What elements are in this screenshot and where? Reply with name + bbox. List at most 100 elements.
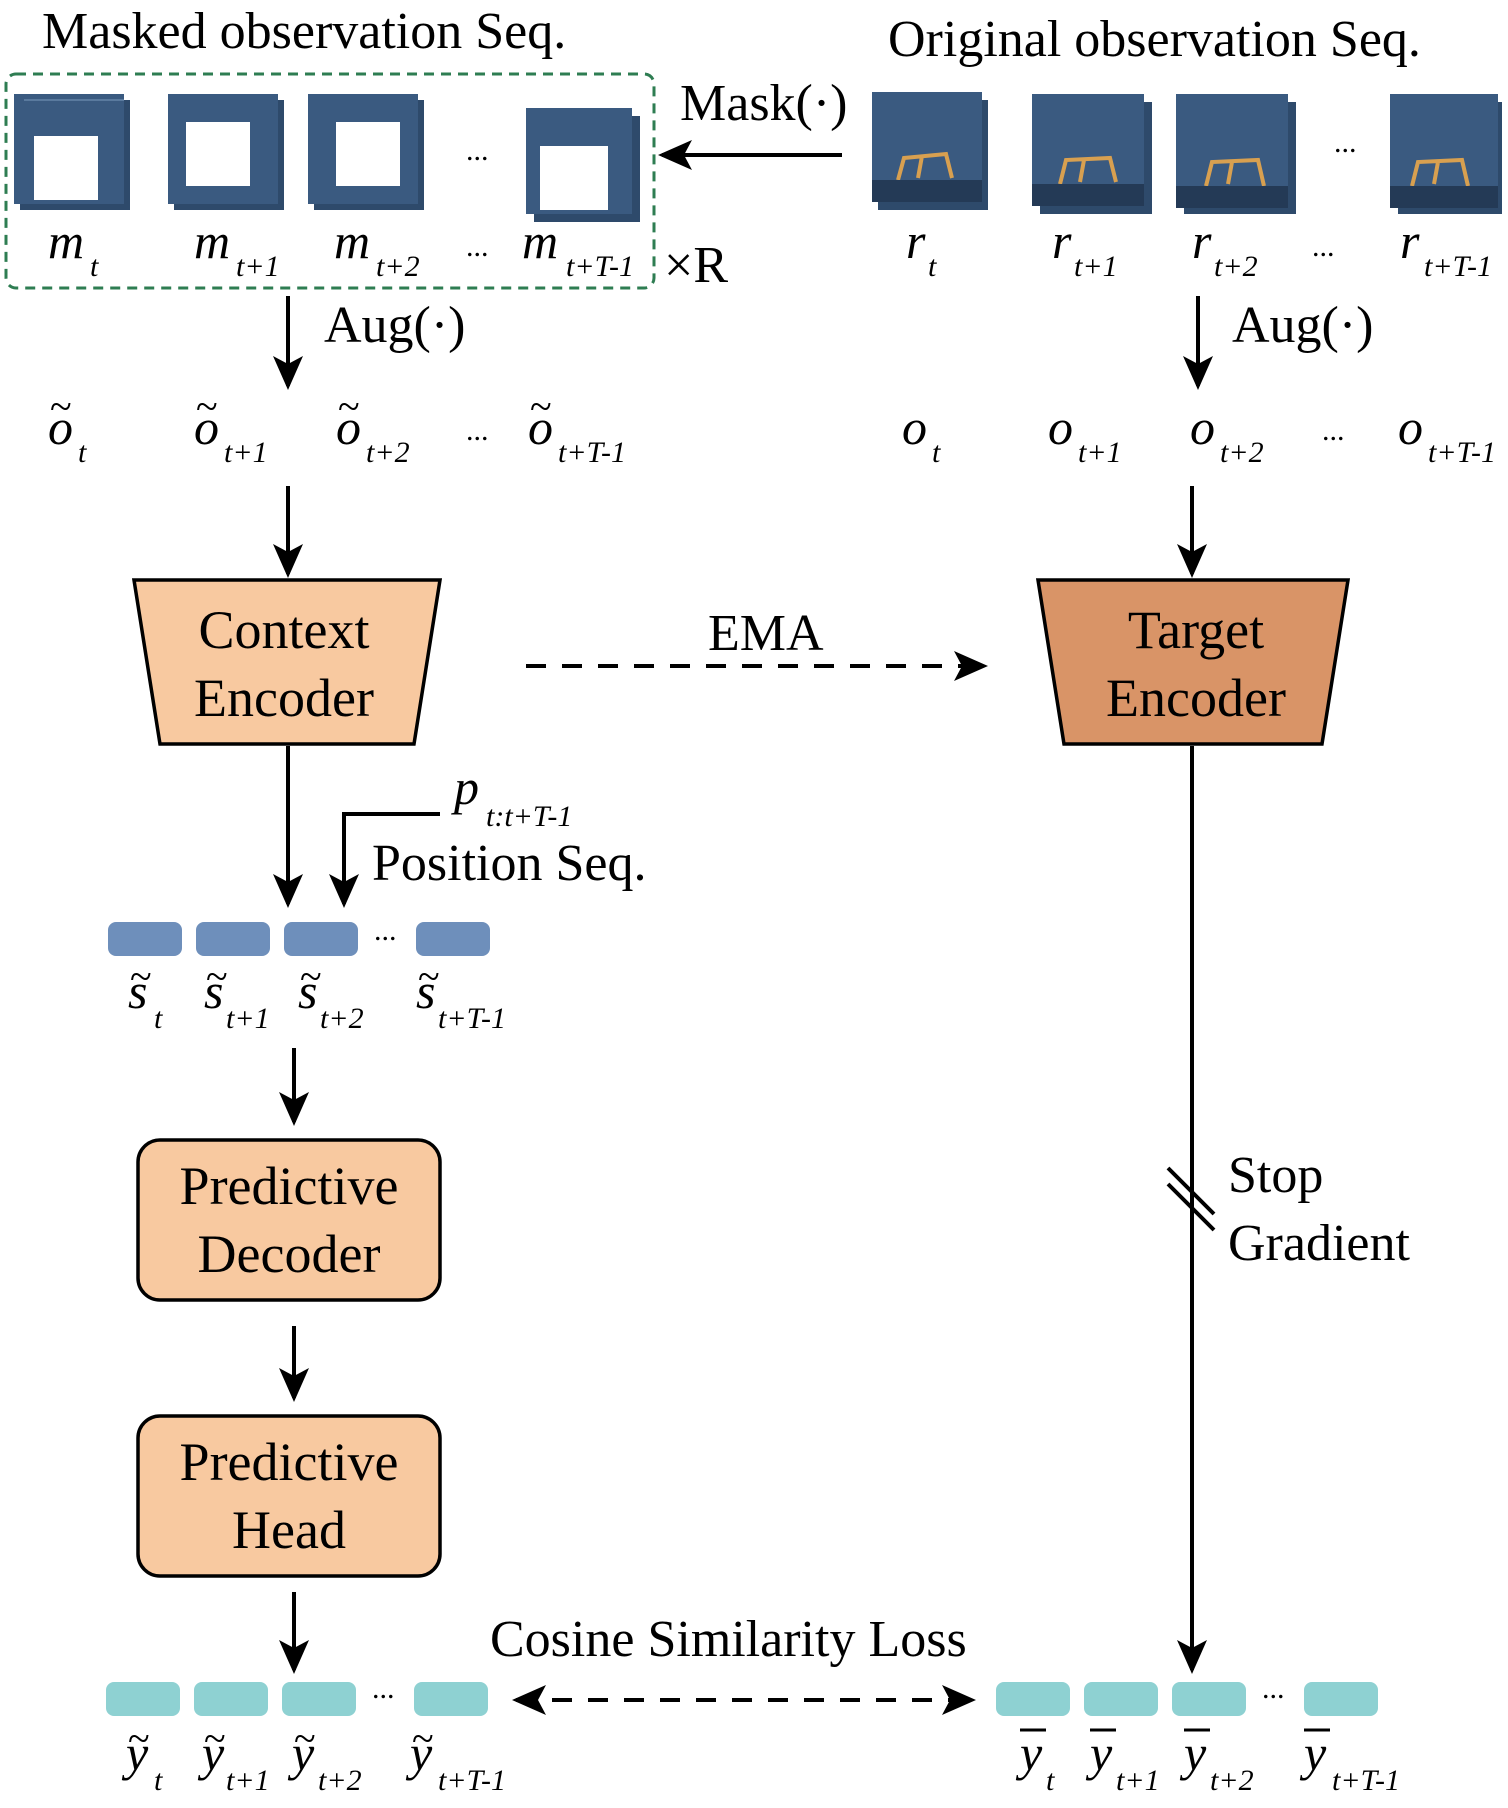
- position-seq-label: Position Seq.: [372, 835, 647, 892]
- svg-text:Context: Context: [199, 600, 370, 660]
- svg-text:t+2: t+2: [366, 436, 410, 469]
- svg-text:t: t: [154, 1002, 163, 1035]
- m-t1: m t+1: [194, 213, 280, 283]
- svg-text:t+2: t+2: [318, 1764, 362, 1797]
- svg-text:o: o: [1048, 399, 1073, 455]
- stop-gradient-mark: [1166, 1166, 1216, 1232]
- svg-text:Predictive: Predictive: [180, 1156, 399, 1216]
- stop-gradient-label-1: Stop: [1228, 1147, 1323, 1204]
- svg-text:m: m: [194, 213, 230, 269]
- svg-text:o: o: [336, 399, 361, 455]
- svg-text:t+2: t+2: [1220, 436, 1264, 469]
- masked-frame-2: [168, 94, 284, 210]
- svg-text:s: s: [416, 963, 435, 1019]
- masked-frame-4: [526, 108, 640, 222]
- y-bar-token-4: [1304, 1682, 1378, 1716]
- svg-text:~: ~: [418, 954, 440, 999]
- m-t2: m t+2: [334, 213, 420, 283]
- original-frame-2: [1032, 94, 1152, 214]
- s-tilde-t2: ~ s t+2: [298, 954, 364, 1035]
- svg-text:t: t: [1046, 1764, 1055, 1797]
- y-tilde-t1: ~ y t+1: [197, 1716, 270, 1797]
- s-tilde-tT1: ~ s t+T-1: [416, 954, 506, 1035]
- svg-text:o: o: [528, 399, 553, 455]
- svg-text:m: m: [334, 213, 370, 269]
- o-tilde-t: ~ o t: [48, 384, 87, 469]
- predictive-head: Predictive Head: [136, 1414, 442, 1578]
- svg-text:t+T-1: t+T-1: [566, 250, 634, 283]
- svg-text:t+T-1: t+T-1: [1428, 436, 1496, 469]
- svg-text:y: y: [287, 1725, 315, 1781]
- original-frame-1: [872, 92, 988, 210]
- svg-text:Encoder: Encoder: [194, 668, 374, 728]
- svg-text:y: y: [1179, 1725, 1207, 1781]
- y-tilde-tT1: ~ y t+T-1: [405, 1716, 506, 1797]
- masked-frame-3: [308, 94, 424, 210]
- svg-text:t+T-1: t+T-1: [438, 1764, 506, 1797]
- y-tilde-token-ellipsis: ...: [372, 1672, 395, 1705]
- o-tilde-t2: ~ o t+2: [336, 384, 410, 469]
- original-seq-title: Original observation Seq.: [888, 11, 1421, 68]
- svg-text:t: t: [928, 250, 937, 283]
- svg-text:~: ~: [300, 954, 322, 999]
- repeat-label: ×R: [664, 237, 728, 294]
- o-t: o t: [902, 399, 941, 469]
- svg-text:s: s: [128, 963, 147, 1019]
- svg-text:o: o: [1398, 399, 1423, 455]
- svg-text:~: ~: [130, 954, 152, 999]
- m-ellipsis: ...: [466, 230, 489, 263]
- svg-text:~: ~: [206, 954, 228, 999]
- svg-text:Predictive: Predictive: [180, 1432, 399, 1492]
- svg-text:t+2: t+2: [320, 1002, 364, 1035]
- svg-text:r: r: [1400, 213, 1420, 269]
- y-bar-token-3: [1172, 1682, 1246, 1716]
- svg-text:t+1: t+1: [1078, 436, 1122, 469]
- svg-text:s: s: [204, 963, 223, 1019]
- svg-text:t+1: t+1: [1116, 1764, 1160, 1797]
- r-tT1: r t+T-1: [1400, 213, 1492, 283]
- svg-text:t+1: t+1: [236, 250, 280, 283]
- svg-text:r: r: [1052, 213, 1072, 269]
- m-tT1: m t+T-1: [522, 213, 634, 283]
- svg-text:t+T-1: t+T-1: [558, 436, 626, 469]
- original-frame-4: [1390, 94, 1502, 214]
- s-token-ellipsis: ...: [374, 914, 397, 947]
- y-tilde-token-4: [414, 1682, 488, 1716]
- svg-text:r: r: [1192, 213, 1212, 269]
- y-bar-t: y t: [1015, 1725, 1055, 1797]
- svg-text:t+1: t+1: [224, 436, 268, 469]
- svg-text:y: y: [1085, 1725, 1113, 1781]
- r-t2: r t+2: [1192, 213, 1258, 283]
- m-t: m t: [48, 213, 99, 283]
- svg-text:t+2: t+2: [1214, 250, 1258, 283]
- svg-text:~: ~: [412, 1716, 434, 1761]
- original-frame-3: [1176, 94, 1296, 214]
- svg-text:t+T-1: t+T-1: [1332, 1764, 1400, 1797]
- svg-text:Encoder: Encoder: [1106, 668, 1286, 728]
- y-tilde-t: ~ y t: [121, 1716, 163, 1797]
- svg-text:~: ~: [196, 384, 218, 429]
- svg-text:t+1: t+1: [226, 1002, 270, 1035]
- y-tilde-token-3: [282, 1682, 356, 1716]
- svg-text:y: y: [197, 1725, 225, 1781]
- svg-text:o: o: [48, 399, 73, 455]
- svg-text:t: t: [932, 436, 941, 469]
- s-token-2: [196, 922, 270, 956]
- masked-frame-1: [14, 94, 130, 210]
- svg-text:t+2: t+2: [1210, 1764, 1254, 1797]
- o-tilde-t1: ~ o t+1: [194, 384, 268, 469]
- stop-gradient-label-2: Gradient: [1228, 1215, 1410, 1272]
- s-tilde-t1: ~ s t+1: [204, 954, 270, 1035]
- predictive-decoder: Predictive Decoder: [136, 1138, 442, 1302]
- y-bar-t1: y t+1: [1085, 1725, 1160, 1797]
- masked-frames-ellipsis: ...: [466, 134, 489, 167]
- svg-text:~: ~: [50, 384, 72, 429]
- o-tT1: o t+T-1: [1398, 399, 1496, 469]
- svg-text:p: p: [451, 759, 479, 815]
- y-bar-t2: y t+2: [1179, 1725, 1254, 1797]
- svg-text:Decoder: Decoder: [198, 1224, 381, 1284]
- position-arrow: [329, 812, 440, 908]
- aug-right-label: Aug(·): [1232, 297, 1374, 354]
- o-tilde-tT1: ~ o t+T-1: [528, 384, 626, 469]
